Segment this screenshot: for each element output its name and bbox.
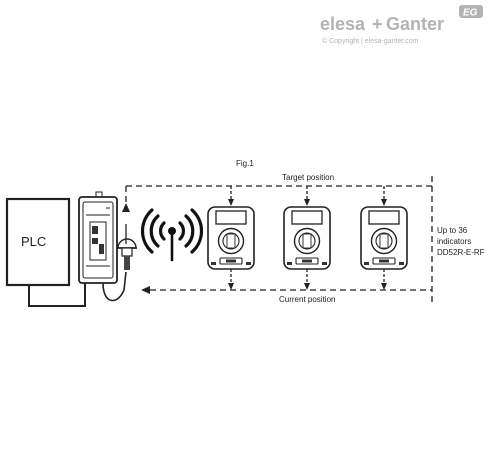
badge-box [459,5,483,18]
controller-unit [78,191,118,284]
plc-cable [28,282,86,307]
logo-text-right: Ganter [386,14,444,34]
antenna-cable [102,271,127,302]
figure-label: Fig.1 [236,159,254,168]
target-bus [122,185,432,244]
current-bus [141,286,432,294]
indicator-device-1 [207,186,255,290]
current-position-label: Current position [279,295,335,304]
antenna-node [117,238,137,270]
logo-plus: + [372,14,383,34]
indicator-note: Up to 36 indicators DD52R-E-RF [437,226,485,257]
logo-text-left: elesa [320,14,366,34]
copyright-text: © Copyright | elesa-ganter.com [322,37,419,45]
plc-box: PLC [5,197,71,287]
indicator-device-3 [360,186,408,290]
logo-badge: EG [463,8,478,19]
plc-label: PLC [21,234,46,249]
note-line-1: Up to 36 [437,226,468,235]
target-position-label: Target position [282,173,334,182]
note-line-2: indicators [437,237,471,246]
note-line-3: DD52R-E-RF [437,248,485,257]
indicator-device-2 [283,186,331,290]
brand-logo: elesa + Ganter EG © Copyright | elesa-ga… [320,5,483,45]
wireless-signal-icon [141,208,203,262]
